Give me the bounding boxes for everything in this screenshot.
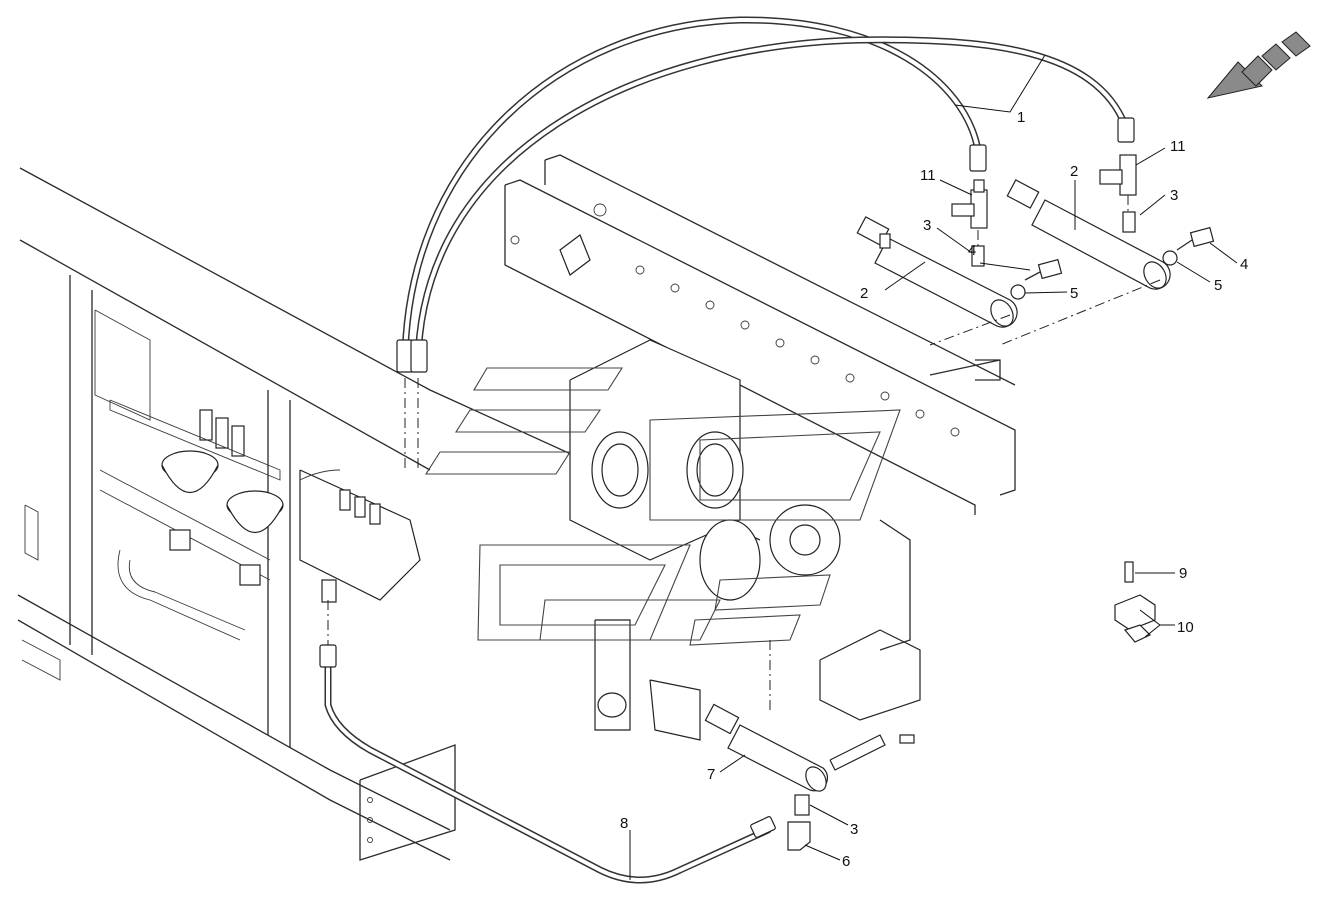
callout-labels: 1 2 2 3 3 3 4 4 5 5 6 7 8 9 10 11 11 bbox=[620, 109, 1248, 870]
clamp-10 bbox=[1114, 594, 1156, 643]
callout-11-right: 11 bbox=[1170, 138, 1186, 155]
callout-3-left: 3 bbox=[923, 217, 931, 234]
washer-5-left bbox=[1010, 284, 1026, 300]
adapter-3-right bbox=[1122, 211, 1136, 233]
callout-11-left: 11 bbox=[920, 167, 936, 184]
hose-assembly-1 bbox=[396, 16, 1135, 373]
washer-5-right bbox=[1162, 250, 1178, 266]
callout-5-right: 5 bbox=[1214, 277, 1222, 294]
hose-8 bbox=[319, 644, 776, 884]
callout-6: 6 bbox=[842, 853, 850, 870]
tee-fitting-11-right bbox=[1099, 154, 1137, 196]
callout-9: 9 bbox=[1179, 565, 1187, 582]
callout-10: 10 bbox=[1177, 619, 1194, 636]
callout-5-left: 5 bbox=[1070, 285, 1078, 302]
bolt-4-left bbox=[1024, 258, 1063, 281]
callout-3-right: 3 bbox=[1170, 187, 1178, 204]
assembly-lines bbox=[327, 195, 1161, 710]
callout-7: 7 bbox=[707, 766, 715, 783]
bolt-4-right bbox=[1176, 226, 1215, 251]
machine-frame bbox=[17, 167, 761, 861]
callout-3-lower: 3 bbox=[850, 821, 858, 838]
adapter-3-lower bbox=[794, 794, 810, 816]
callout-4-left: 4 bbox=[968, 242, 976, 259]
pin-bolt bbox=[829, 734, 915, 771]
leader-lines bbox=[629, 54, 1238, 880]
callout-8: 8 bbox=[620, 815, 628, 832]
callout-1: 1 bbox=[1017, 109, 1025, 126]
screw-9 bbox=[1124, 561, 1134, 583]
callout-2-left: 2 bbox=[860, 285, 868, 302]
callout-2-right: 2 bbox=[1070, 163, 1078, 180]
travel-direction-arrow-icon bbox=[1206, 31, 1311, 99]
brand-watermark bbox=[424, 367, 901, 646]
tee-fitting-11-left bbox=[951, 179, 988, 229]
hydraulic-valve-block bbox=[109, 399, 421, 641]
elbow-fitting-6 bbox=[787, 821, 811, 851]
cylinder-2-right bbox=[1006, 179, 1171, 290]
cylinder-2-left bbox=[856, 216, 1018, 328]
callout-4-right: 4 bbox=[1240, 256, 1248, 273]
cylinder-7 bbox=[704, 703, 829, 792]
main-crossbeam bbox=[504, 154, 1016, 741]
